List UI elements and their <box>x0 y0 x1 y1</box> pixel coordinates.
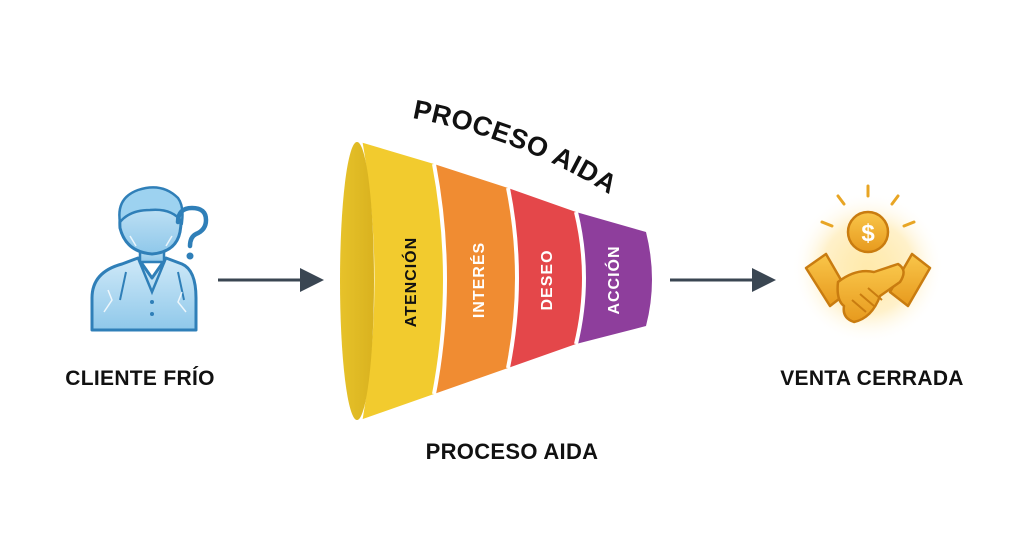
sale-label: VENTA CERRADA <box>780 367 964 390</box>
arrow-to-sale <box>670 268 776 292</box>
svg-text:$: $ <box>861 220 875 247</box>
stage-label-deseo: DESEO <box>539 249 556 310</box>
handshake-dollar-icon: $ <box>792 184 944 344</box>
stage-label-atencion: ATENCIÓN <box>401 237 420 327</box>
client-label: CLIENTE FRÍO <box>65 367 215 390</box>
stage-label-interes: INTERÉS <box>469 242 488 318</box>
stage-label-accion: ACCIÓN <box>604 245 623 314</box>
bottom-title: PROCESO AIDA <box>425 439 599 464</box>
cold-person-question-icon <box>90 186 209 332</box>
arrow-to-funnel <box>218 268 324 292</box>
aida-funnel <box>340 141 652 421</box>
